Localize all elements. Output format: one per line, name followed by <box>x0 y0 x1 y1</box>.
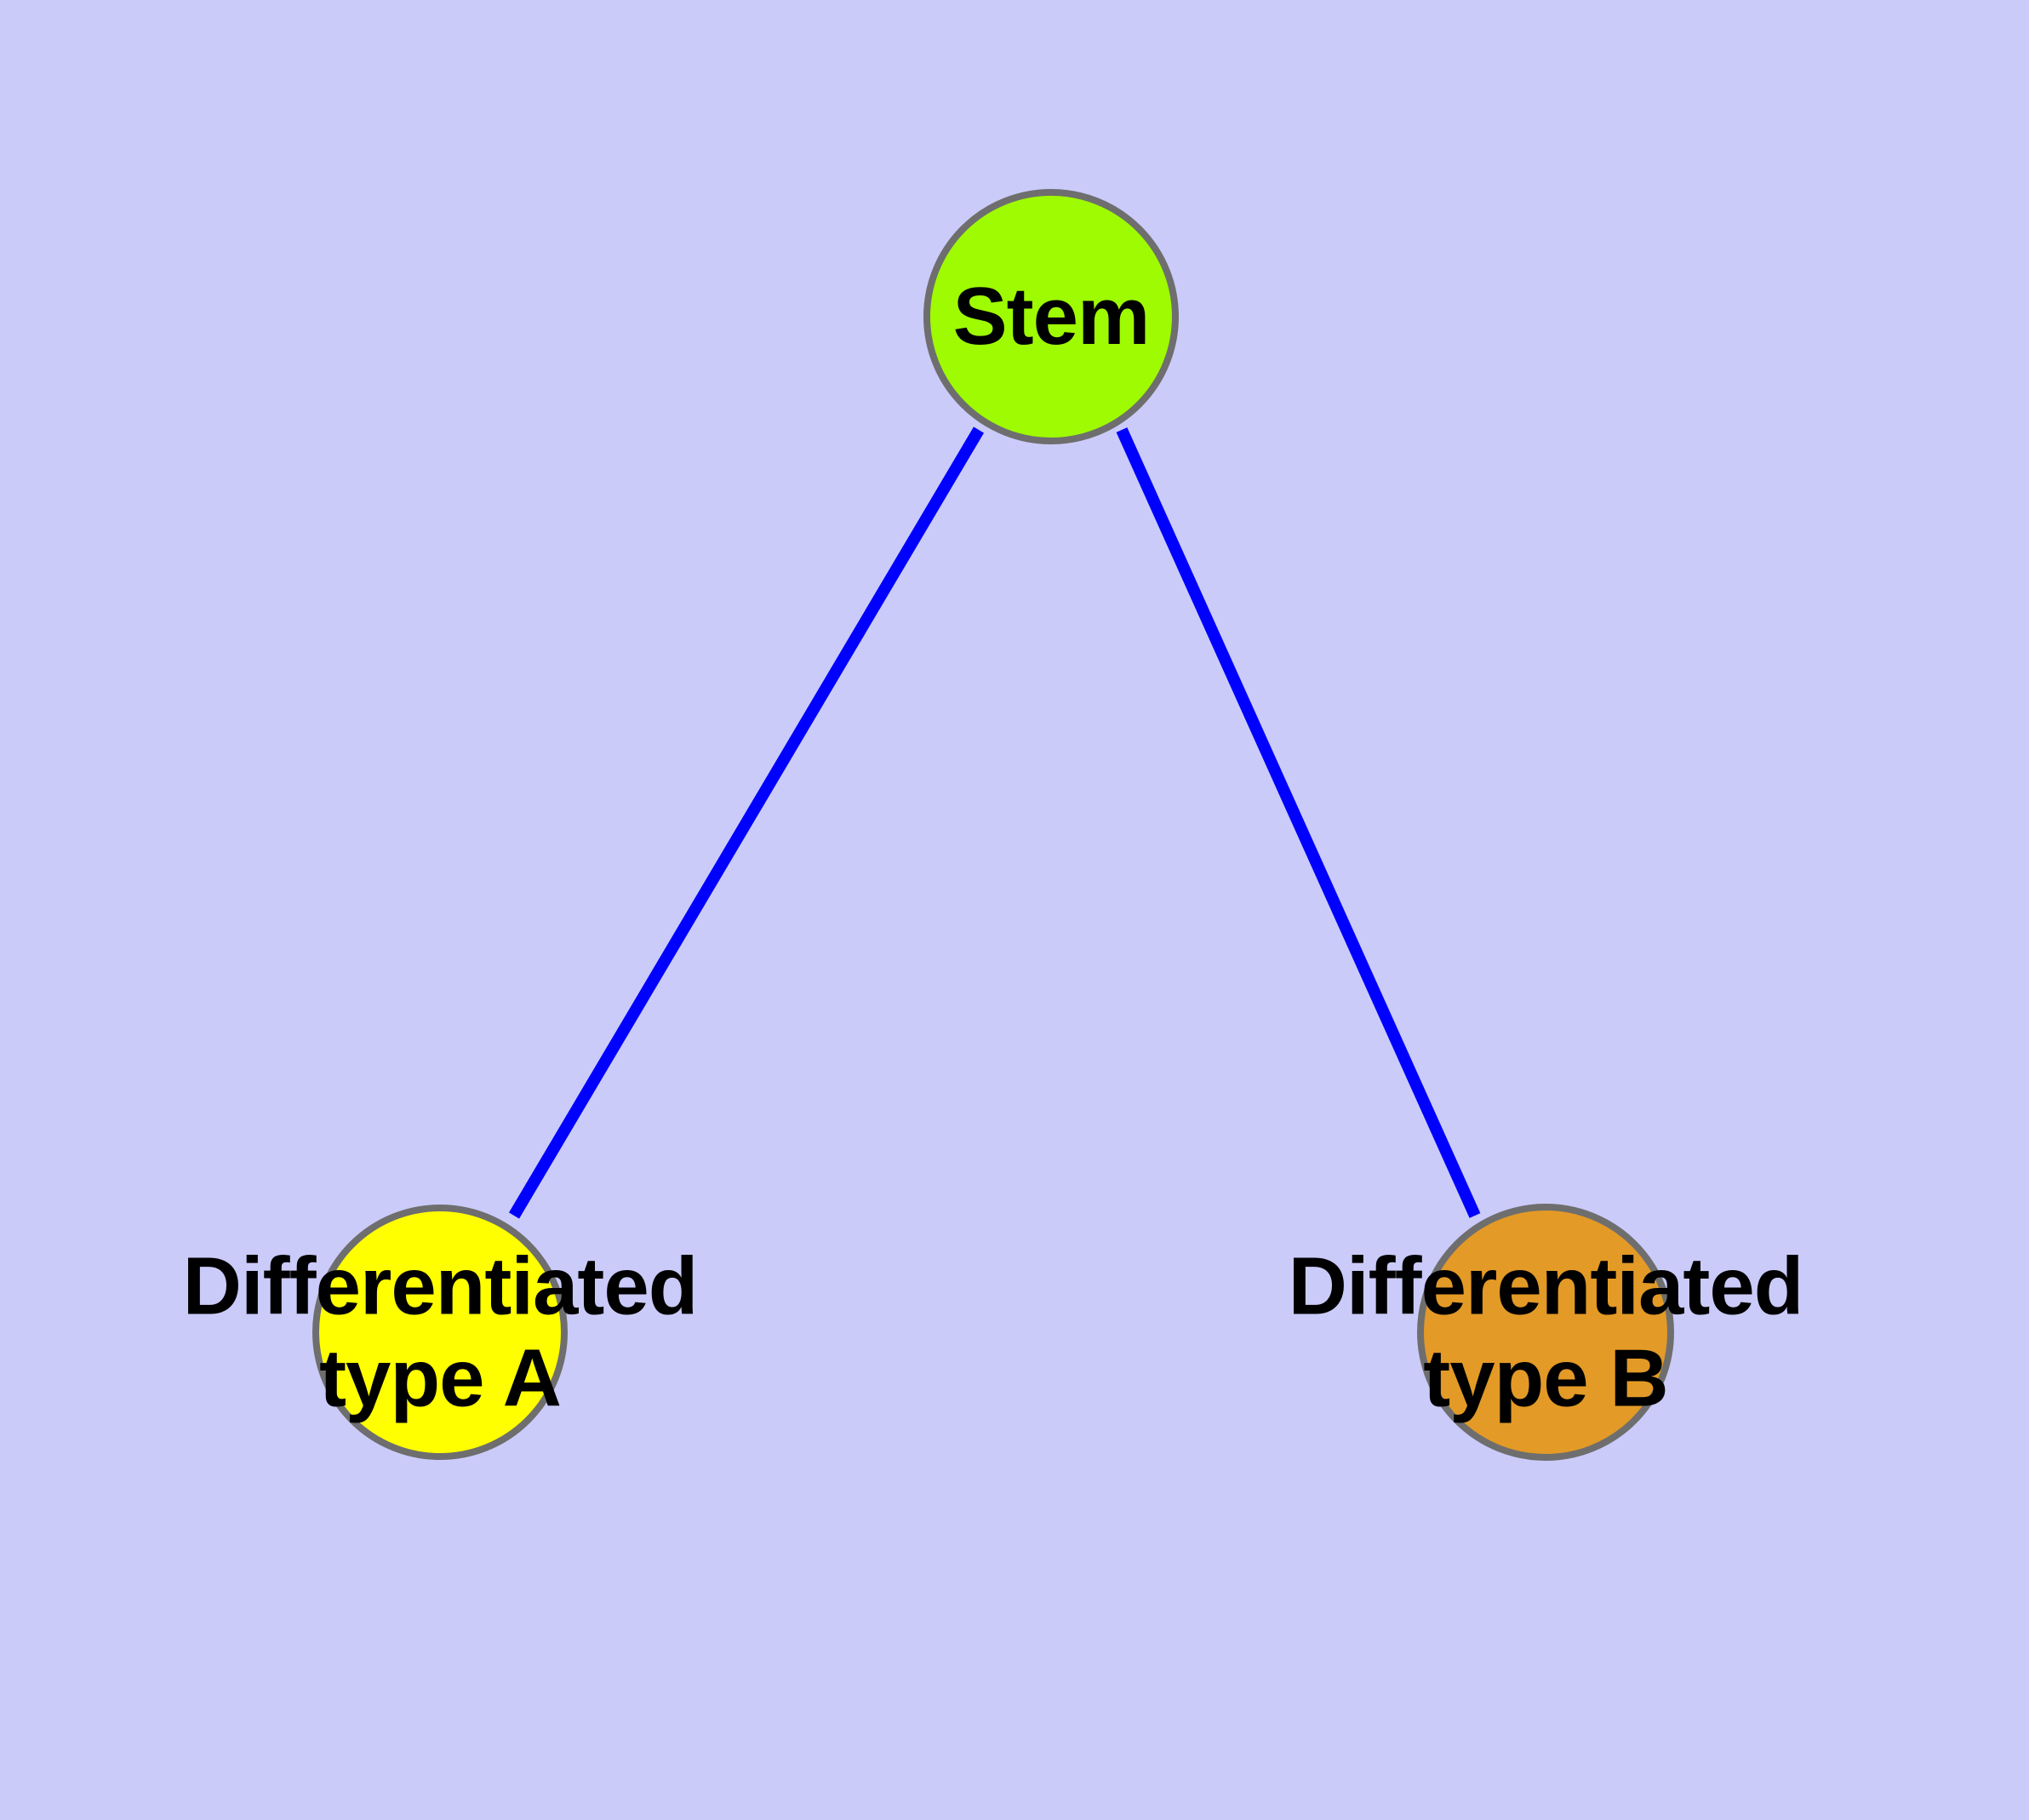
node-stem-label: Stem <box>952 271 1151 363</box>
node-stem[interactable]: Stem <box>923 189 1179 444</box>
node-differentiated-type-b[interactable]: Differentiated type B <box>1289 1204 1803 1461</box>
node-differentiated-type-a[interactable]: Differentiated type A <box>183 1205 698 1460</box>
edge-stem-to-differentiated-type-a <box>508 426 985 1219</box>
edge-stem-to-differentiated-type-b <box>1116 427 1481 1218</box>
node-stem-label-line-1: Stem <box>952 271 1151 363</box>
